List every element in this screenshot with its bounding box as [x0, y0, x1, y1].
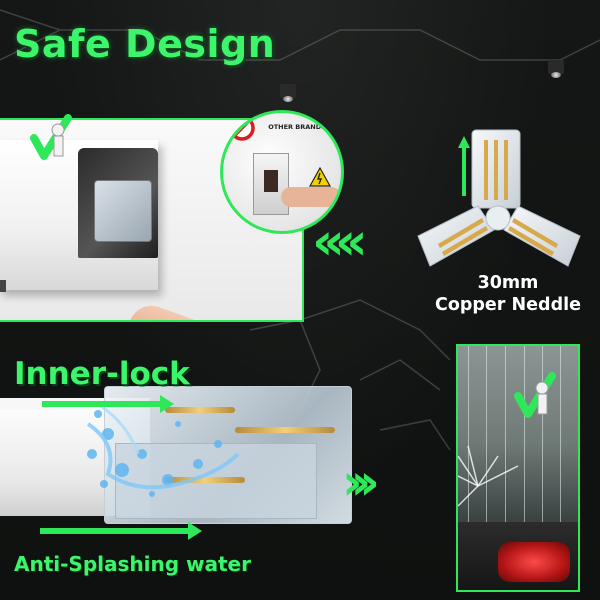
- inner-arrow-bottom: [40, 522, 202, 540]
- car-taillight: [498, 542, 570, 582]
- copper-pin: [235, 427, 335, 433]
- copper-pin: [165, 477, 245, 483]
- rail-slot: [0, 280, 6, 292]
- inner-lock-title: Inner-lock: [14, 356, 190, 392]
- arrow-up-icon: [458, 136, 470, 196]
- check-mark-figure-icon: [30, 114, 72, 160]
- hand: [228, 320, 304, 322]
- ceiling-light: [280, 84, 296, 102]
- check-mark-figure-icon: [514, 372, 556, 418]
- copper-needle-text: Copper Neddle: [435, 295, 581, 315]
- chevron-right-icon: ›››: [342, 453, 380, 511]
- ceiling-light: [548, 60, 564, 78]
- anti-splash-label: Anti-Splashing water: [14, 552, 251, 576]
- copper-needle-length: 30mm: [477, 273, 539, 293]
- headline: Safe Design: [14, 22, 276, 66]
- y-connector-image: [417, 129, 581, 267]
- no-sign-icon: [229, 115, 255, 141]
- warning-triangle-icon: [309, 167, 331, 187]
- water-spray: [458, 446, 519, 507]
- copper-needle-caption: 30mm Copper Neddle: [420, 272, 596, 316]
- finger: [122, 299, 298, 320]
- chevron-left-icon: ‹‹‹‹: [312, 212, 368, 272]
- other-brand-connector: [253, 153, 289, 215]
- copper-pin: [165, 407, 235, 413]
- other-brands-inset: OTHER BRANDS: [220, 110, 344, 234]
- connector-socket: [94, 180, 152, 242]
- rain-spray-photo: [456, 344, 580, 592]
- other-brands-label: OTHER BRANDS: [268, 123, 326, 131]
- finger: [281, 187, 341, 207]
- inner-arrow-top: [42, 395, 174, 413]
